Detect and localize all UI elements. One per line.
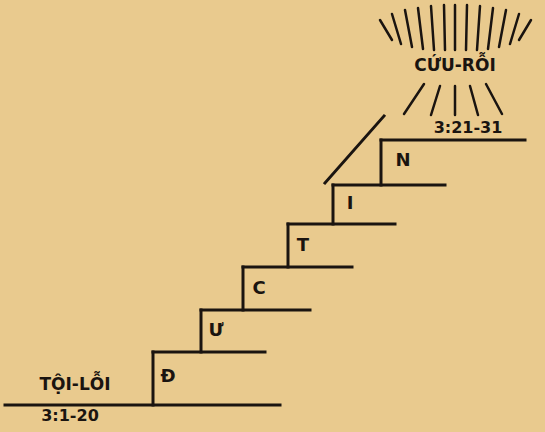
step-letter: I: [347, 193, 354, 213]
verse-reference: 3:21-31: [434, 119, 503, 137]
step-letter: C: [252, 278, 265, 298]
step-letter: Đ: [160, 366, 175, 386]
heading-label: CỨU-RỖI: [414, 56, 495, 75]
heading-label: TỘI-LỖI: [39, 375, 110, 394]
verse-reference: 3:1-20: [41, 407, 99, 425]
step-letter: N: [395, 150, 410, 170]
step-letter: T: [297, 235, 309, 255]
step-letter: Ư: [208, 320, 223, 340]
